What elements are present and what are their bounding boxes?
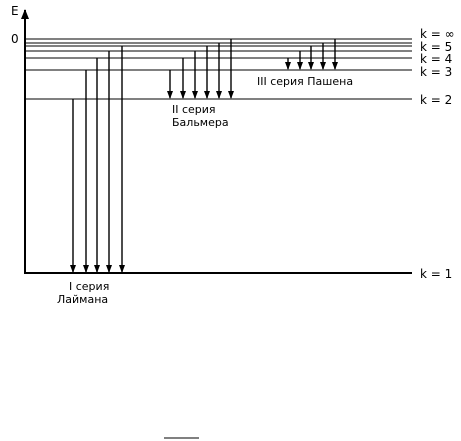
- level-label-3: k = 3: [420, 65, 452, 79]
- lyman-series-label: I серия: [69, 280, 109, 293]
- zero-label: 0: [11, 32, 19, 46]
- level-label-4: k = 4: [420, 52, 452, 66]
- lyman-series-label: Лаймана: [57, 293, 108, 306]
- transitions: [70, 39, 338, 273]
- level-label-2: k = 2: [420, 93, 452, 107]
- energy-axis-label: E: [11, 4, 19, 18]
- balmer-series-label: II серия: [172, 103, 216, 116]
- level-label-5: k = 5: [420, 40, 452, 54]
- balmer-series-label: Бальмера: [172, 116, 229, 129]
- level-label-inf: k = ∞: [420, 27, 455, 41]
- paschen-series-label: III серия Пашена: [257, 75, 353, 88]
- level-labels: k = 1 k = 2 k = 3k = 4k = 5k = ∞: [420, 27, 455, 281]
- level-label-1: k = 1: [420, 267, 452, 281]
